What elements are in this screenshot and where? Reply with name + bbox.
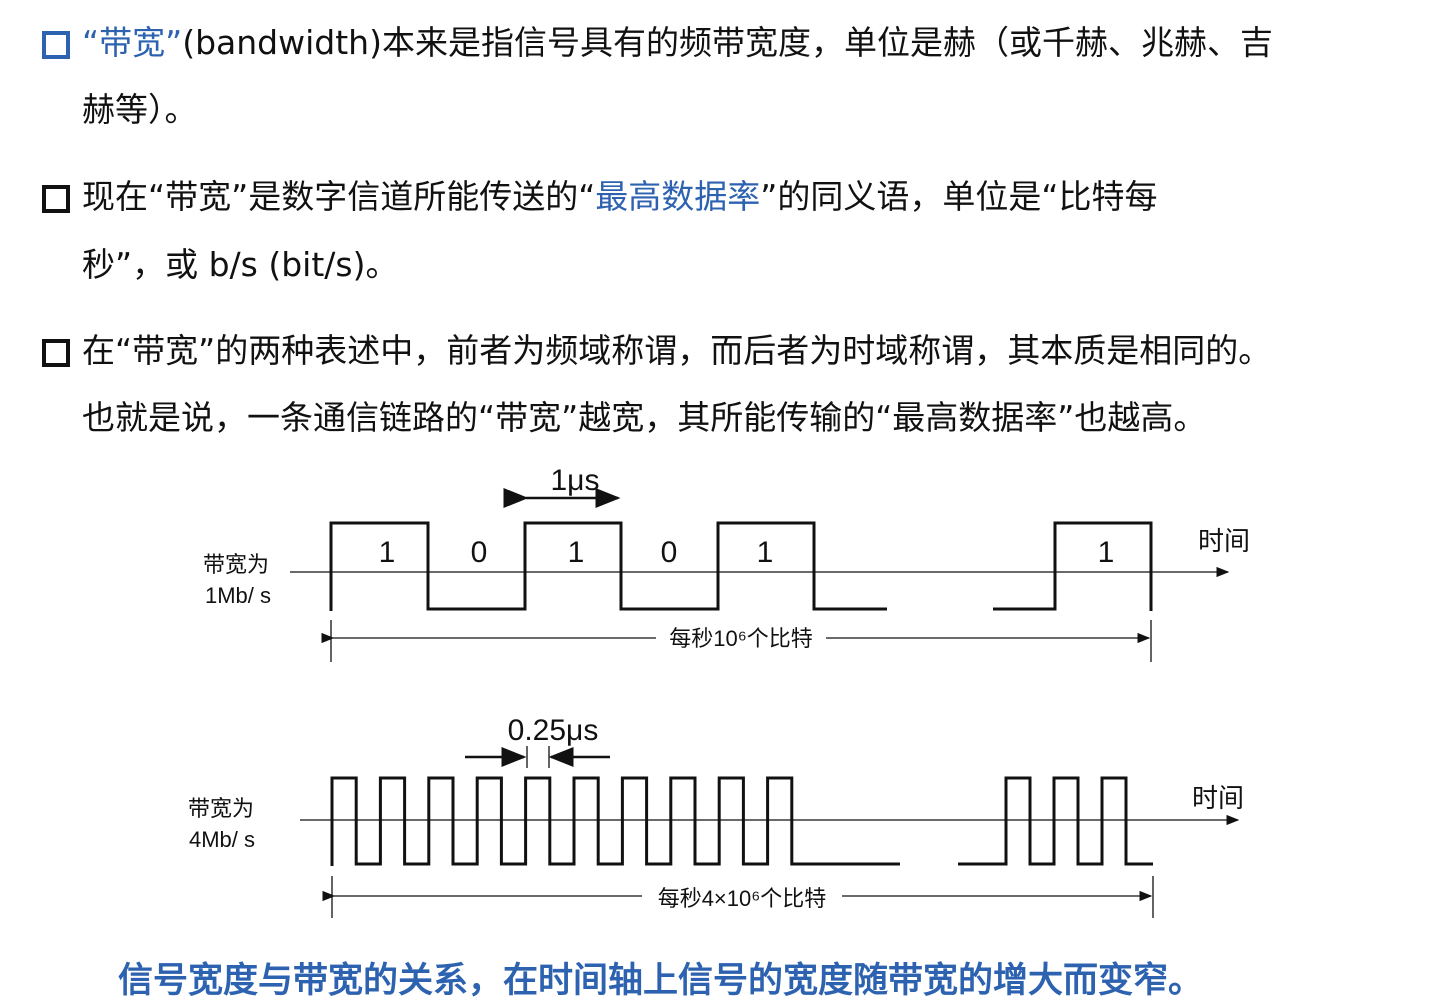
waveform-1mbps — [329, 521, 1153, 611]
term-max-data-rate: 最高数据率 — [595, 177, 761, 216]
bit-label: 1 — [379, 536, 396, 569]
bullet-1-line-1: “带宽”(bandwidth)本来是指信号具有的频带宽度，单位是赫（或千赫、兆赫… — [82, 23, 1273, 63]
bandwidth-label: 带宽为 — [203, 552, 269, 577]
bullet-icon — [42, 31, 70, 59]
bullet-icon — [42, 339, 70, 367]
figure-caption: 信号宽度与带宽的关系，在时间轴上信号的宽度随带宽的增大而变窄。 — [118, 961, 1204, 1001]
period-label: 1μs — [551, 464, 600, 497]
span-label: 每秒10⁶个比特 — [669, 626, 813, 651]
time-label: 时间 — [1192, 783, 1244, 813]
text: 现在“带宽”是数字信道所能传送的“ — [82, 177, 596, 216]
span-label: 每秒4×10⁶个比特 — [658, 886, 827, 911]
bullet-icon — [42, 185, 70, 213]
bullet-2-line-1: 现在“带宽”是数字信道所能传送的“最高数据率”的同义语，单位是“比特每 — [82, 177, 1158, 217]
waveform-4mbps — [330, 776, 1153, 866]
term-bandwidth: “带宽” — [82, 23, 183, 62]
bit-label: 1 — [568, 536, 585, 569]
bullet-3-line-1: 在“带宽”的两种表述中，前者为频域称谓，而后者为时域称谓，其本质是相同的。 — [82, 331, 1272, 370]
text: (bandwidth)本来是指信号具有的频带宽度，单位是赫（或千赫、兆赫、吉 — [182, 23, 1273, 62]
bit-label: 0 — [471, 536, 488, 569]
bandwidth-value: 1Mb/ s — [205, 583, 271, 608]
bit-label: 1 — [1098, 536, 1115, 569]
bit-label: 1 — [757, 536, 774, 569]
bit-label: 0 — [661, 536, 678, 569]
bullet-1-line-2: 赫等）。 — [82, 90, 198, 129]
bandwidth-label: 带宽为 — [188, 796, 254, 821]
period-label: 0.25μs — [508, 714, 599, 747]
text: ”的同义语，单位是“比特每 — [760, 177, 1158, 216]
bullet-3-line-2: 也就是说，一条通信链路的“带宽”越宽，其所能传输的“最高数据率”也越高。 — [82, 398, 1207, 437]
bandwidth-value: 4Mb/ s — [189, 827, 255, 852]
time-label: 时间 — [1198, 526, 1250, 556]
bullet-2-line-2: 秒”，或 b/s (bit/s)。 — [82, 245, 399, 284]
